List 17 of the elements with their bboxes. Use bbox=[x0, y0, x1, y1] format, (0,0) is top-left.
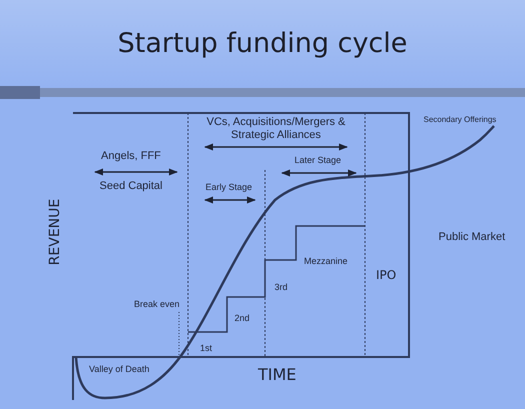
round-label: Mezzanine bbox=[304, 256, 348, 266]
chart-label: Break even bbox=[134, 299, 180, 310]
axis-title: REVENUE bbox=[46, 198, 63, 266]
chart-label: Valley of Death bbox=[89, 364, 150, 374]
round-label: 3rd bbox=[274, 282, 288, 292]
stage-label: Early Stage bbox=[206, 182, 252, 192]
investor-label: VCs, Acquisitions/Mergers & Strategic Alliances bbox=[206, 116, 346, 142]
market-label: Public Market bbox=[438, 231, 506, 244]
axis-title: TIME bbox=[258, 366, 296, 384]
stage-label: Seed Capital bbox=[100, 180, 162, 193]
slide-title: Startup funding cycle bbox=[116, 28, 408, 59]
chart-label: Secondary Offerings bbox=[424, 115, 496, 124]
stage-label: Later Stage bbox=[294, 155, 342, 166]
round-label: 1st bbox=[200, 343, 212, 354]
round-label: 2nd bbox=[234, 313, 250, 324]
round-label: IPO bbox=[376, 269, 396, 283]
investor-label: Angels, FFF bbox=[101, 150, 161, 163]
